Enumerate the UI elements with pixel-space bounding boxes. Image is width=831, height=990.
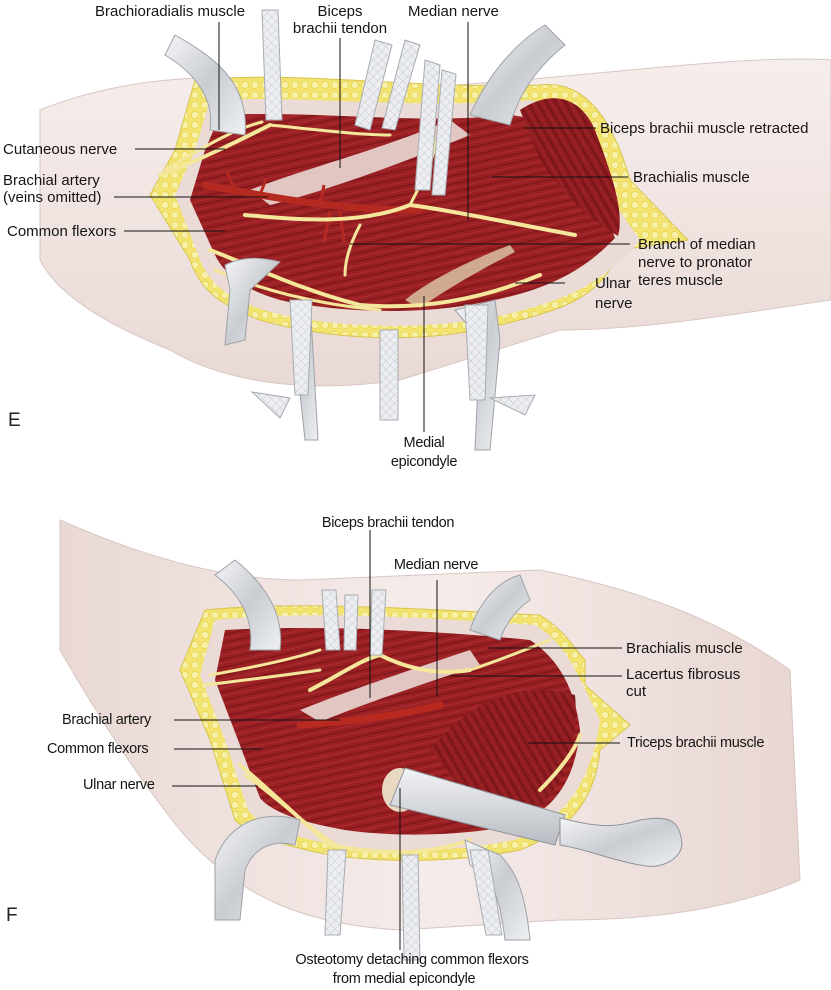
retractor-bottom-left [224, 257, 282, 346]
label-common-flexors: Common flexors [47, 741, 149, 757]
label-brachialis: Brachialis muscle [626, 640, 743, 657]
brachial-artery [201, 181, 424, 214]
medial-epicondyle [405, 245, 515, 308]
label-branch-median-line1: Branch of median [638, 236, 756, 253]
label-triceps: Triceps brachii muscle [627, 735, 765, 751]
label-cutaneous-nerve: Cutaneous nerve [3, 141, 118, 158]
label-brachial-artery-line1: Brachial artery [3, 172, 100, 189]
label-lacertus-line1: Lacertus fibrosus [626, 666, 741, 683]
label-median-nerve: Median nerve [393, 557, 479, 573]
leader-lines [114, 22, 630, 432]
retractor-top-left [214, 559, 282, 651]
retractor-top-left [164, 34, 246, 136]
label-brachioradialis: Brachioradialis muscle [95, 3, 246, 20]
label-osteotomy-line2: from medial epicondyle [332, 971, 476, 987]
gauze-strips [321, 589, 503, 961]
label-branch-median-line2: nerve to pronator [638, 254, 753, 271]
osteotome [389, 767, 683, 867]
label-medial-epicondyle-line2: epicondyle [390, 454, 458, 470]
gauze-strips [250, 9, 536, 421]
label-common-flexors: Common flexors [7, 223, 117, 240]
label-biceps-tendon-line1: Biceps [317, 3, 363, 20]
panel-e: Brachioradialis muscle Biceps brachii te… [0, 0, 831, 480]
label-ulnar-nerve: Ulnar nerve [83, 777, 155, 793]
label-biceps-tendon: Biceps brachii tendon [321, 515, 455, 531]
label-ulnar-line1: Ulnar [595, 275, 631, 292]
label-lacertus-line2: cut [626, 683, 647, 700]
panel-e-illustration [39, 9, 831, 451]
label-osteotomy-line1: Osteotomy detaching common flexors [295, 952, 529, 968]
biceps-tendon [250, 120, 470, 205]
nerves [203, 638, 582, 854]
panel-letter-f: F [6, 905, 18, 926]
leader-lines [172, 530, 622, 950]
label-brachial-artery: Brachial artery [62, 712, 151, 728]
label-medial-epicondyle-line1: Medial [403, 435, 445, 451]
label-ulnar-line2: nerve [595, 295, 633, 312]
label-biceps-tendon-line2: brachii tendon [292, 20, 388, 37]
panel-f-illustration [59, 519, 801, 961]
brachial-artery [296, 701, 444, 729]
label-branch-median-line3: teres muscle [638, 272, 724, 289]
retractor-bottom-left [214, 815, 301, 921]
label-brachialis: Brachialis muscle [633, 169, 750, 186]
biceps-muscle [520, 98, 620, 236]
biceps-tendon [300, 650, 480, 722]
retractor-top-right [469, 24, 566, 126]
retractor-top-right [469, 574, 531, 641]
label-median-nerve: Median nerve [408, 3, 499, 20]
artery-branches [225, 171, 346, 243]
label-biceps-retracted: Biceps brachii muscle retracted [600, 120, 809, 137]
panel-letter-e: E [8, 410, 21, 431]
label-brachial-artery-line2: (veins omitted) [3, 189, 102, 206]
panel-f: Biceps brachii tendon Median nerve Brach… [0, 500, 831, 990]
